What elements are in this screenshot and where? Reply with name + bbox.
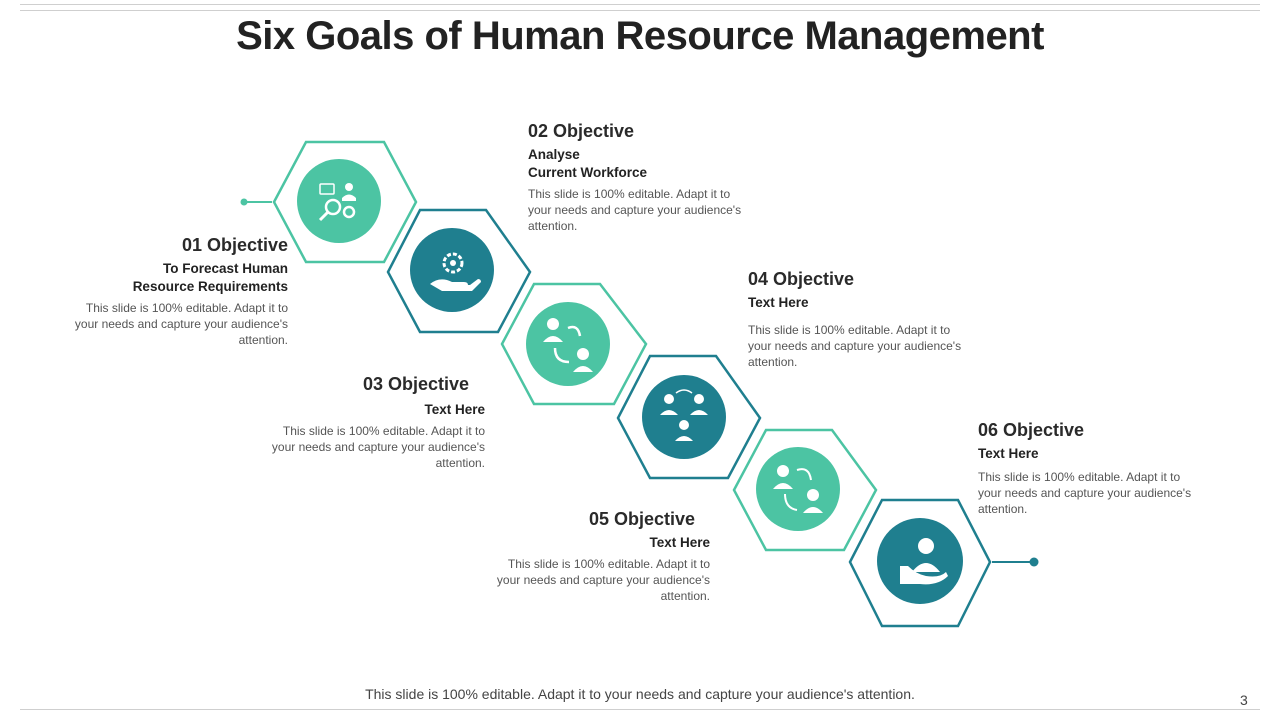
gear-hand-icon: [430, 252, 481, 291]
circle-4: [642, 375, 726, 459]
bottom-rule: [20, 709, 1260, 710]
objective-4: 04 Objective Text Here This slide is 100…: [748, 269, 963, 370]
objective-3-subtitle: Text Here: [424, 402, 485, 417]
step-2: [386, 208, 532, 334]
slide-footer: This slide is 100% editable. Adapt it to…: [365, 686, 915, 702]
objective-2-description: This slide is 100% editable. Adapt it to…: [528, 187, 742, 233]
hand-person-icon: [900, 538, 948, 585]
circle-5: [756, 447, 840, 531]
top-rule: [20, 4, 1260, 5]
objective-2-subtitle-line2: Current Workforce: [528, 165, 648, 180]
objective-2: 02 Objective Analyse Current Workforce T…: [528, 121, 743, 234]
step-1: [272, 140, 418, 264]
objective-5-description: This slide is 100% editable. Adapt it to…: [496, 557, 710, 603]
objective-6-subtitle: Text Here: [978, 446, 1039, 461]
objective-4-heading: 04 Objective: [748, 269, 855, 289]
objective-4-subtitle: Text Here: [748, 295, 809, 310]
step-4: [616, 354, 762, 480]
objective-1-heading: 01 Objective: [181, 235, 288, 255]
objective-1-subtitle-line2: Resource Requirements: [132, 279, 288, 294]
objective-1: 01 Objective To Forecast Human Resource …: [73, 235, 288, 348]
page-number: 3: [1240, 692, 1248, 708]
objective-6-heading: 06 Objective: [978, 420, 1085, 440]
objective-3: 03 Objective Text Here This slide is 100…: [270, 374, 485, 471]
start-dot: [240, 198, 248, 206]
meeting-search-icon: [318, 183, 356, 222]
step-5: [732, 428, 878, 552]
objective-2-subtitle-line1: Analyse: [528, 147, 580, 162]
end-dot: [1029, 557, 1039, 567]
step-6: [848, 498, 992, 628]
objective-5-heading: 05 Objective: [589, 509, 696, 529]
step-3: [500, 282, 648, 406]
circle-6: [877, 518, 963, 604]
objective-1-subtitle-line1: To Forecast Human: [162, 261, 288, 276]
objective-5: 05 Objective Text Here This slide is 100…: [495, 509, 710, 604]
objective-5-subtitle: Text Here: [649, 535, 710, 550]
team-network-icon: [660, 389, 708, 441]
objective-3-heading: 03 Objective: [363, 374, 470, 394]
circle-2: [410, 228, 494, 312]
people-money-cycle-icon: [773, 465, 823, 513]
objective-1-description: This slide is 100% editable. Adapt it to…: [74, 301, 288, 347]
circle-1: [297, 159, 381, 243]
objective-6: 06 Objective Text Here This slide is 100…: [978, 420, 1193, 517]
objective-3-description: This slide is 100% editable. Adapt it to…: [271, 424, 485, 470]
objective-6-description: This slide is 100% editable. Adapt it to…: [978, 470, 1192, 516]
top-rule-secondary: [20, 10, 1260, 11]
objective-4-description: This slide is 100% editable. Adapt it to…: [748, 323, 962, 369]
people-exchange-icon: [543, 318, 593, 372]
slide-title: Six Goals of Human Resource Management: [236, 14, 1044, 58]
circle-3: [526, 302, 610, 386]
objective-2-heading: 02 Objective: [528, 121, 635, 141]
